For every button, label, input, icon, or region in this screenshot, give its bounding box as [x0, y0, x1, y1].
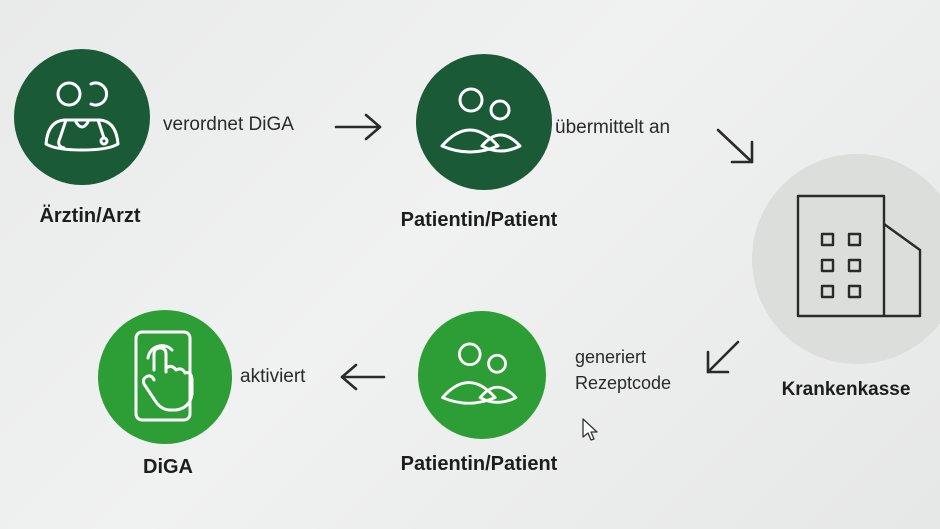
- edge-label-prescribes: verordnet DiGA: [163, 114, 294, 135]
- people-icon: [440, 87, 522, 154]
- edge-label-generates-line1: generiert: [575, 347, 647, 367]
- mouse-cursor-icon: [582, 418, 598, 441]
- diga-node: [98, 310, 232, 444]
- arrow-left-icon: [340, 363, 386, 391]
- arrow-down-right-icon: [716, 128, 754, 164]
- patient-top-label: Patientin/Patient: [400, 209, 558, 231]
- phone-tap-icon: [134, 330, 194, 422]
- insurer-label: Krankenkasse: [781, 379, 911, 400]
- patient-bottom-label: Patientin/Patient: [400, 453, 558, 475]
- doctor-node: [14, 49, 150, 185]
- building-icon: [796, 194, 922, 318]
- patient-bottom-node: [418, 311, 546, 439]
- diga-label: DiGA: [143, 456, 193, 478]
- doctor-label: Ärztin/Arzt: [39, 205, 141, 227]
- edge-label-activates: aktiviert: [240, 366, 306, 387]
- people-icon: [441, 342, 518, 405]
- arrow-right-icon: [334, 113, 382, 141]
- edge-label-generates-line2: Rezeptcode: [575, 373, 672, 393]
- arrow-down-left-icon: [706, 340, 740, 374]
- insurer-node: [752, 154, 940, 364]
- edge-label-transmits: übermittelt an: [555, 117, 671, 138]
- patient-top-node: [416, 54, 552, 190]
- doctor-icon: [44, 81, 120, 152]
